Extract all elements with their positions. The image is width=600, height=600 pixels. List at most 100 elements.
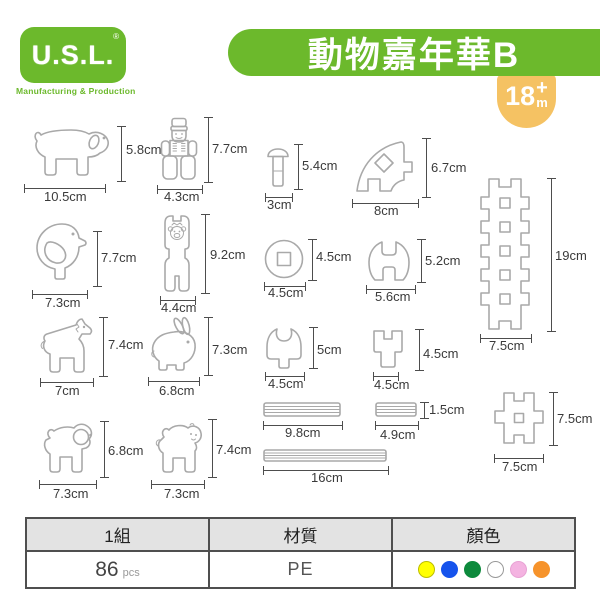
width-label: 4.5cm [268,376,304,391]
width-label: 6.8cm [159,383,195,398]
color-dot-white [486,561,504,578]
mushroom-peg-shape [267,148,289,187]
u-notch-cap-shape [266,328,302,369]
spec-table-data-row: 86 pcs PE [27,552,574,587]
color-dot-green [463,561,481,578]
width-label: 4.5cm [268,285,304,300]
width-dimension [366,285,416,294]
coin-disc-shape [264,239,304,279]
height-dimension [415,329,424,371]
height-label: 7.3cm [212,342,248,357]
height-label: 5.8cm [126,142,162,157]
height-label: 7.7cm [101,250,137,265]
height-dimension [100,421,109,478]
puppy-shape [43,423,93,473]
height-dimension [117,126,126,182]
height-label: 1.5cm [429,402,465,417]
height-dimension [208,419,217,478]
width-label: 5.6cm [375,289,411,304]
width-dimension [151,480,205,489]
height-dimension [549,392,558,446]
header-quantity: 1組 [104,527,131,546]
waffle-strip-shape [480,178,530,330]
width-dimension [263,466,389,475]
height-dimension [99,317,108,377]
material-value: PE [287,559,314,579]
width-dimension [265,372,305,381]
hash-block-shape [494,392,544,444]
height-label: 6.8cm [108,443,144,458]
width-dimension [352,199,419,208]
width-dimension [160,296,196,305]
width-dimension [373,372,399,381]
height-label: 9.2cm [210,247,246,262]
monkey-shape [155,423,202,473]
width-label: 16cm [311,470,343,485]
color-dot-pink [509,561,527,578]
age-badge: 18 + m [497,74,556,128]
width-label: 4.3cm [164,189,200,204]
width-dimension [263,421,343,430]
width-dimension [480,334,532,343]
height-dimension [204,117,213,183]
color-dots [415,561,553,578]
y-block-shape [373,330,403,368]
age-suffix: + m [536,77,548,109]
width-dimension [24,184,106,193]
duck-shape [36,223,87,280]
stick-shape [375,402,417,417]
quantity-unit: pcs [122,567,140,579]
height-label: 4.5cm [316,249,352,264]
width-dimension [148,377,200,386]
stick-shape [263,449,387,462]
page-title: 動物嘉年華B [307,36,521,75]
height-label: 7.5cm [557,411,593,426]
quantity-cell: 86 pcs [27,552,208,587]
height-dimension [417,239,426,283]
width-dimension [157,185,203,194]
width-label: 7cm [55,383,80,398]
color-dot-yellow [417,561,435,578]
title-banner: 動物嘉年華B [228,29,600,76]
width-label: 7.5cm [502,459,538,474]
color-dot-orange [532,561,550,578]
quarter-arc-shape [356,141,413,192]
color-cell [391,552,574,587]
header-material: 材質 [208,519,391,550]
width-label: 4.4cm [161,300,197,315]
height-dimension [422,138,431,198]
quantity-value: 86 [95,557,119,581]
height-dimension [201,214,210,294]
width-dimension [39,480,97,489]
height-label: 5cm [317,342,342,357]
width-label: 9.8cm [285,425,321,440]
width-label: 3cm [267,197,292,212]
width-label: 7.3cm [45,295,81,310]
height-dimension [93,231,102,287]
width-dimension [32,290,88,299]
color-dot-blue [440,561,458,578]
notched-block-shape [368,241,410,281]
height-label: 19cm [555,248,587,263]
width-dimension [375,421,419,430]
height-label: 6.7cm [431,160,467,175]
width-label: 7.5cm [489,338,525,353]
usl-logo: U.S.L. ® [20,27,126,83]
registered-mark: ® [113,32,119,41]
usl-logo-text: U.S.L. [31,39,115,70]
height-dimension [294,144,303,190]
logo-tagline: Manufacturing & Production [16,86,136,96]
width-label: 4.9cm [380,427,416,442]
width-label: 7.3cm [53,486,89,501]
age-plus: + [536,77,548,99]
height-label: 4.5cm [423,346,459,361]
height-label: 7.4cm [108,337,144,352]
width-dimension [40,378,94,387]
height-label: 7.4cm [216,442,252,457]
rabbit-shape [151,316,196,371]
bear-figure-shape [164,215,190,292]
height-dimension [308,239,317,281]
height-dimension [420,402,429,419]
height-dimension [309,327,318,369]
